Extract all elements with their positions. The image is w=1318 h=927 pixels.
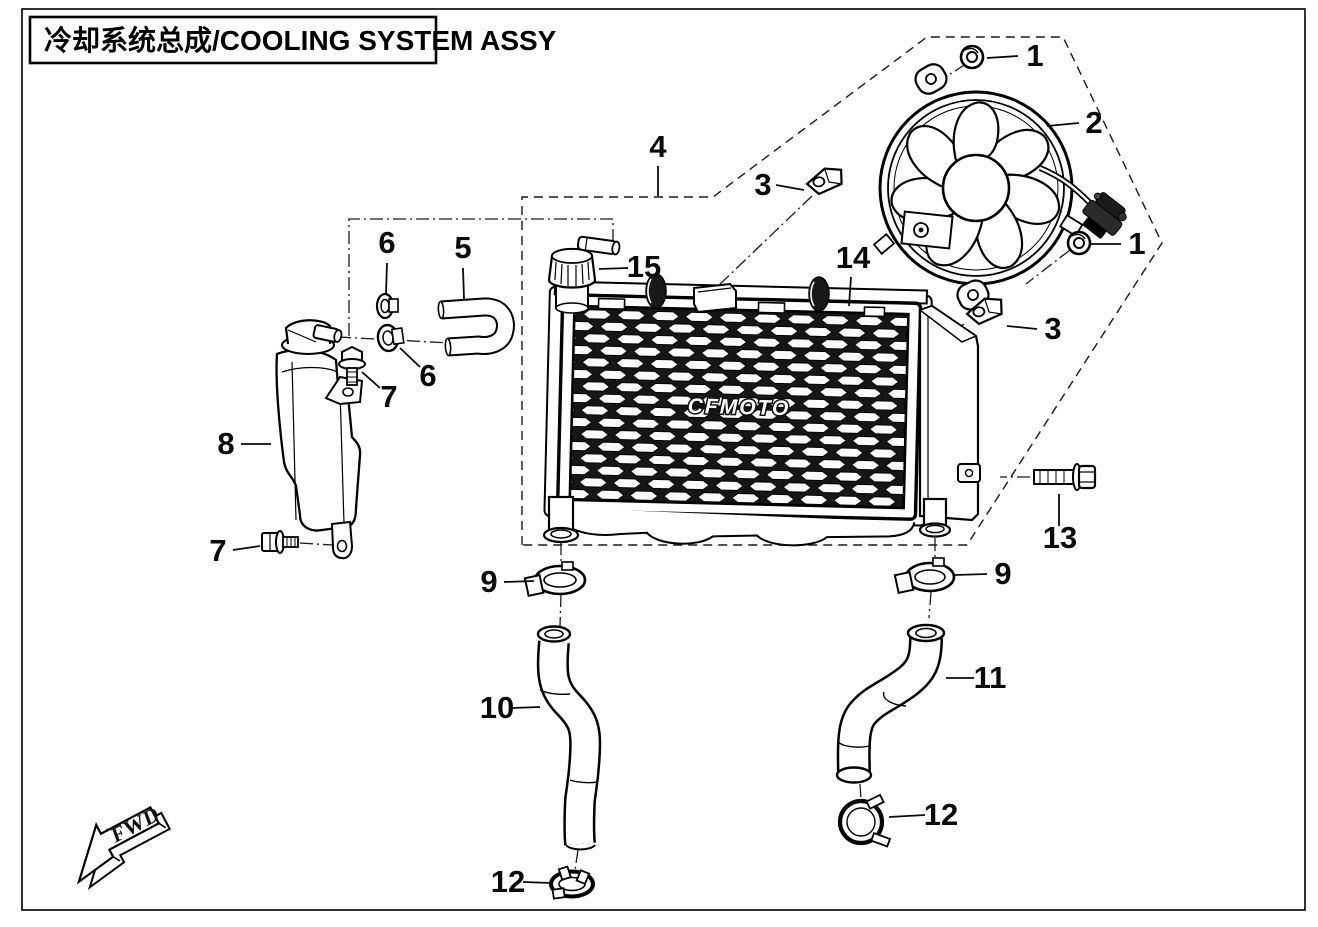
- rubber-damper-right: [808, 276, 830, 312]
- fan-tab-right: [1058, 214, 1084, 238]
- hose-clamp-6-top: [375, 292, 399, 320]
- callout-9-right: 9: [994, 556, 1011, 591]
- bracket3-top-line: [715, 195, 813, 289]
- clamp-to-hose-left: [559, 593, 562, 627]
- callout-labels: 1 2 1 3 3 4 5 6 6 7 7 8 9 9 10 11 12 12 …: [209, 38, 1145, 899]
- hose-clamp-6-bottom: [376, 323, 405, 353]
- fan-wire-highlight: [1039, 166, 1091, 204]
- lower-hose-left: [536, 625, 602, 851]
- callout-6-bottom: 6: [419, 358, 436, 393]
- reservoir-tank: [261, 319, 366, 560]
- rubber-damper-left: [645, 273, 667, 309]
- callout-7-bottom: 7: [209, 533, 226, 568]
- assembly-boundary: [521, 36, 1163, 546]
- radiator-right-tank: [918, 304, 981, 522]
- clamp-to-hose-right: [928, 591, 932, 619]
- rubber-damper-right-hl: [810, 281, 815, 307]
- bolt7-bottom-line: [299, 542, 333, 546]
- radiator: CFMOTO: [542, 235, 981, 547]
- callout-8: 8: [217, 426, 234, 461]
- fwd-arrow: FWD: [76, 801, 172, 890]
- radiator-outlet-right: [918, 497, 952, 538]
- spring-clamp-12-right: [837, 793, 892, 848]
- cooling-fan: [872, 63, 1127, 311]
- hose-clamp-9-right: [893, 557, 956, 595]
- mount-bracket-top: [805, 167, 843, 196]
- nut1-top-line: [927, 63, 967, 89]
- fan-connector: [1082, 192, 1127, 239]
- reservoir-bolt-bottom: [261, 530, 299, 554]
- hose-clamp-9-left: [523, 561, 587, 598]
- callout-14: 14: [836, 240, 871, 275]
- radiator-grille: [568, 304, 910, 510]
- radiator-outlet-left: [542, 495, 580, 544]
- title-box-frame: [28, 15, 438, 65]
- callout-3-bottom: 3: [1044, 311, 1061, 346]
- grille-tab-2: [757, 301, 786, 314]
- assembly-phantom-lines: [299, 63, 1071, 871]
- mount-bracket-bottom: [965, 297, 1003, 326]
- title-box: 冷却系统总成/COOLING SYSTEM ASSY: [28, 15, 557, 65]
- callout-13: 13: [1043, 520, 1077, 555]
- spring-clamp-12-left: [549, 865, 595, 900]
- page-title: 冷却系统总成/COOLING SYSTEM ASSY: [44, 24, 557, 56]
- nut1-bottom-line: [1025, 249, 1071, 285]
- fan-tab-left: [872, 232, 896, 256]
- grille-tab-3: [863, 306, 886, 318]
- flange-nut-bottom: [1066, 230, 1092, 256]
- fan-hub: [941, 153, 1011, 223]
- callout-3-top: 3: [754, 167, 771, 202]
- callout-6-top: 6: [378, 225, 395, 260]
- callout-12-right: 12: [924, 797, 958, 832]
- radiator-logo: CFMOTO: [687, 395, 790, 421]
- reservoir-foot: [330, 520, 354, 560]
- overflow-subassembly-box: [348, 218, 614, 336]
- radiator-cap: [547, 247, 597, 314]
- hose-to-clamp12-right: [859, 783, 862, 800]
- callout-10: 10: [480, 690, 514, 725]
- callout-12-left: 12: [491, 864, 525, 899]
- overflow-hose: [437, 297, 515, 357]
- callout-15: 15: [627, 249, 661, 284]
- leader-lines: [232, 55, 1121, 884]
- callout-5: 5: [454, 230, 471, 265]
- lower-hose-right: [835, 623, 946, 784]
- callout-2: 2: [1085, 105, 1102, 140]
- callout-11: 11: [974, 660, 1007, 695]
- fwd-arrow-face: [76, 805, 161, 885]
- radiator-top-bracket: [693, 282, 737, 314]
- callout-4: 4: [649, 129, 667, 164]
- callout-7-top: 7: [380, 379, 397, 414]
- reservoir-bolt-top: [338, 345, 366, 386]
- callout-9-left: 9: [480, 564, 497, 599]
- overflow-spout: [576, 235, 621, 256]
- radiator-core: CFMOTO: [543, 280, 933, 547]
- callout-1-bottom: 1: [1128, 226, 1145, 261]
- flange-bolt-13: [1033, 463, 1097, 491]
- grille-tab-1: [597, 297, 626, 310]
- flange-nut-top: [959, 44, 985, 70]
- hose-to-clamp12-left: [574, 849, 579, 871]
- reservoir-cap: [281, 319, 343, 355]
- page-border: [21, 8, 1306, 911]
- rubber-damper-left-hl: [647, 278, 652, 304]
- radiator-bottom-tank: [558, 507, 916, 547]
- callout-1-top: 1: [1026, 38, 1043, 73]
- fan-shroud-inner: [887, 99, 1065, 277]
- fan-mount-lug-top: [914, 63, 948, 95]
- fan-motor: [900, 210, 954, 250]
